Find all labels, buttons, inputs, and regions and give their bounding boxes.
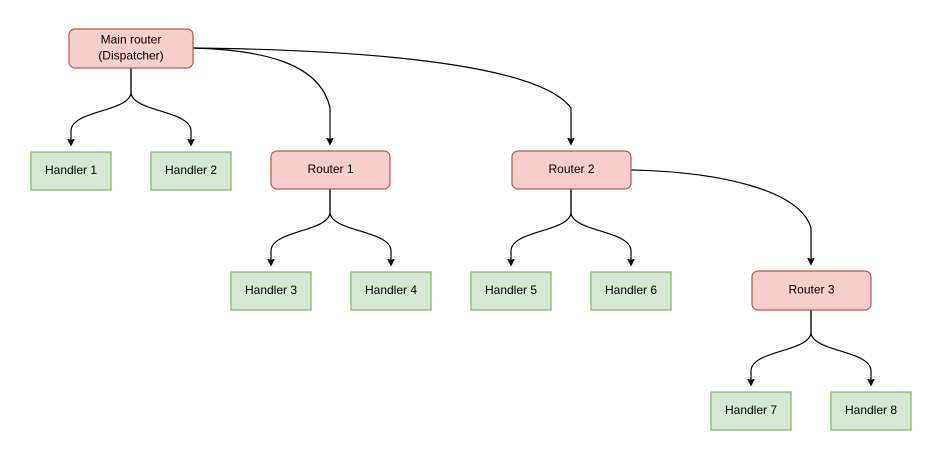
handler-6-shape[interactable]	[590, 271, 672, 311]
handler-8-shape[interactable]	[830, 391, 912, 431]
node-router-3[interactable]: Router 3	[751, 270, 872, 311]
edge-main-to-handler-2	[130, 67, 191, 145]
router-3-shape[interactable]	[751, 270, 872, 311]
node-handler-2[interactable]: Handler 2	[150, 151, 232, 191]
edge-router2-to-handler-5	[511, 188, 572, 265]
handler-2-shape[interactable]	[150, 151, 232, 191]
edge-router2-to-handler-6	[570, 188, 631, 265]
node-router-2[interactable]: Router 2	[511, 150, 632, 190]
node-handler-1[interactable]: Handler 1	[30, 151, 112, 191]
main-router-shape[interactable]	[68, 28, 194, 69]
node-main-router[interactable]: Main router(Dispatcher)	[68, 28, 194, 69]
edge-router1-to-handler-4	[329, 188, 391, 265]
node-handler-3[interactable]: Handler 3	[230, 271, 312, 311]
edge-main-to-handler-1	[71, 67, 132, 145]
router-2-shape[interactable]	[511, 150, 632, 190]
node-handler-4[interactable]: Handler 4	[350, 271, 432, 311]
router-1-shape[interactable]	[270, 150, 391, 190]
node-handler-8[interactable]: Handler 8	[830, 391, 912, 431]
edges-layer	[71, 47, 871, 385]
handler-5-shape[interactable]	[470, 271, 552, 311]
edge-router1-to-handler-3	[271, 188, 331, 265]
node-handler-7[interactable]: Handler 7	[710, 391, 792, 431]
handler-1-shape[interactable]	[30, 151, 112, 191]
edge-router2-to-router-3	[631, 169, 811, 264]
handler-3-shape[interactable]	[230, 271, 312, 311]
edge-main-to-router-2	[193, 47, 571, 144]
edge-main-to-router-1	[193, 47, 330, 144]
edge-router3-to-handler-7	[751, 309, 812, 385]
node-handler-6[interactable]: Handler 6	[590, 271, 672, 311]
node-router-1[interactable]: Router 1	[270, 150, 391, 190]
handler-7-shape[interactable]	[710, 391, 792, 431]
handler-4-shape[interactable]	[350, 271, 432, 311]
node-handler-5[interactable]: Handler 5	[470, 271, 552, 311]
nodes-layer: Main router(Dispatcher) Handler 1 Handler …	[30, 28, 912, 431]
edge-router3-to-handler-8	[810, 309, 871, 385]
